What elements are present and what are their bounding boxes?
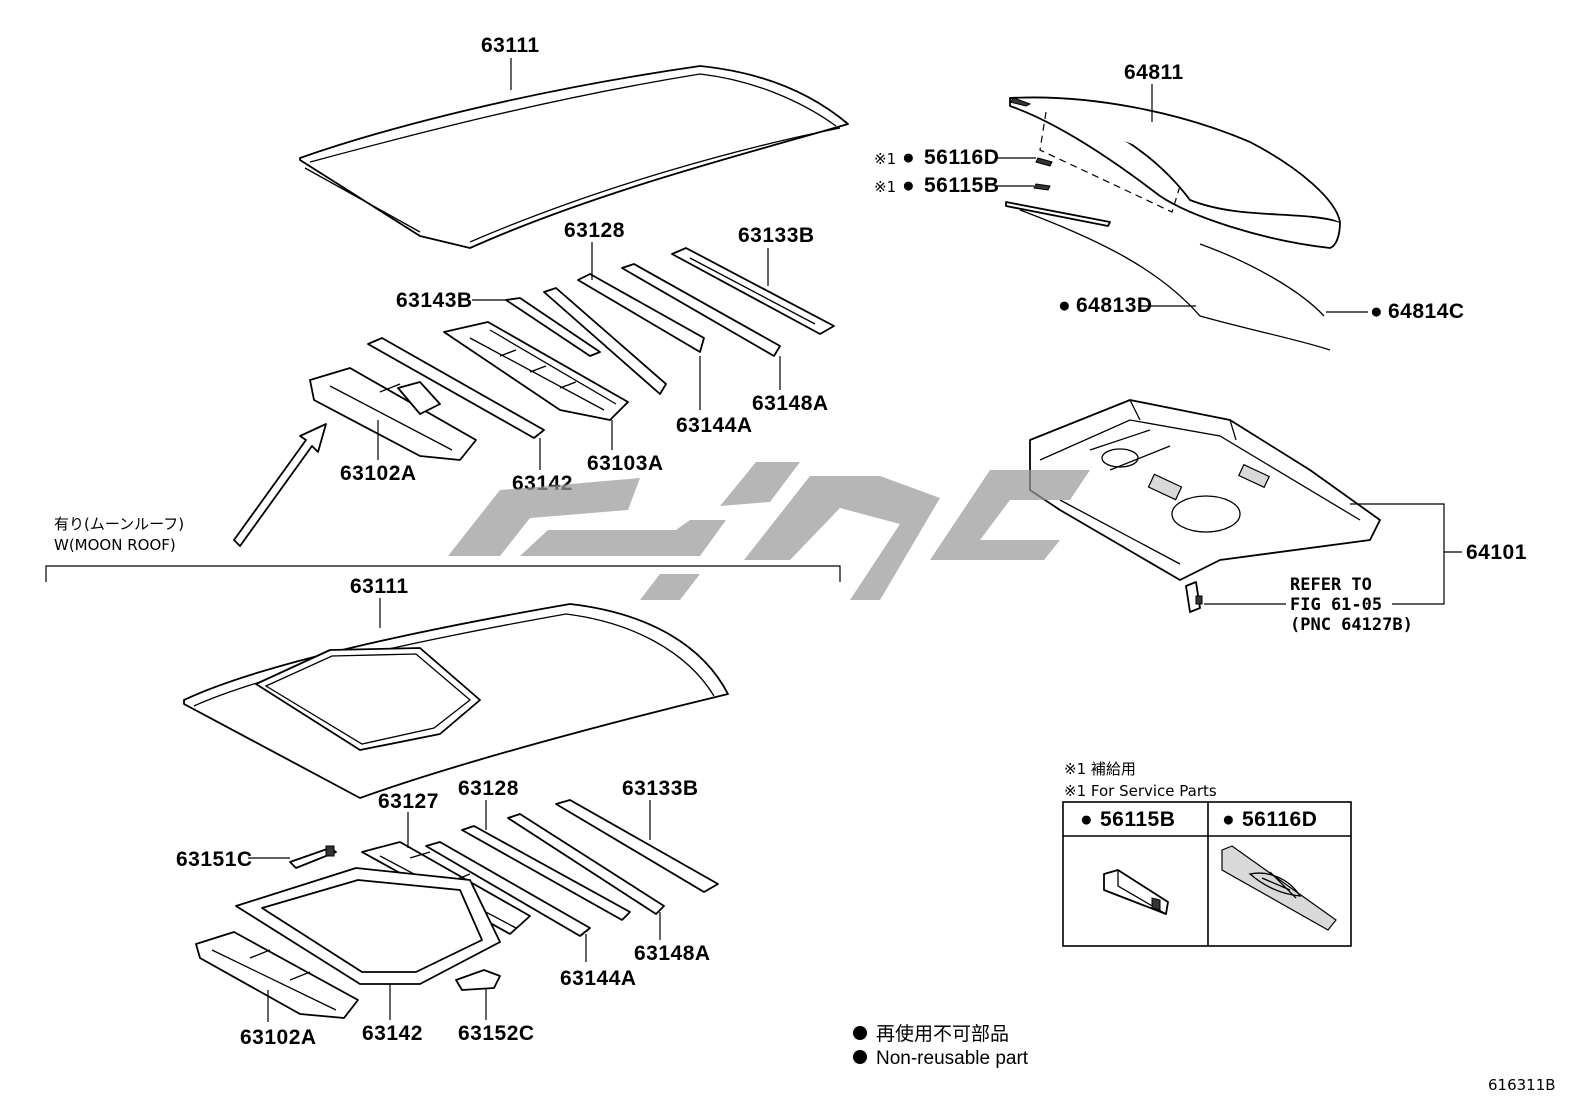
refer-line3: (PNC 64127B)	[1290, 615, 1413, 635]
label-63111-moon: 63111	[350, 575, 409, 598]
panel-63102a-moon	[195, 931, 359, 1019]
label-63128-moon: 63128	[458, 777, 519, 800]
service-note-jp: ※1 補給用	[1064, 760, 1136, 778]
part-56116d-image	[1221, 845, 1337, 931]
clip-56115b	[1033, 183, 1051, 191]
seal-64813d	[1005, 201, 1331, 351]
service-parts-table	[1062, 801, 1352, 947]
label-63144a-top: 63144A	[676, 414, 753, 437]
frame-63142-moon	[235, 867, 501, 985]
label-63102a-moon: 63102A	[240, 1026, 317, 1049]
rail-63142-top	[367, 337, 545, 439]
rail-63144a-moon	[425, 841, 591, 937]
clip-56116d	[1035, 157, 1053, 167]
table-col-56115b: 56115B	[1100, 808, 1175, 831]
label-63102a-top: 63102A	[340, 462, 417, 485]
bracket-64127b	[1185, 581, 1203, 613]
legend-en: Non-reusable part	[876, 1048, 1029, 1069]
label-63128-top: 63128	[564, 219, 625, 242]
figure-id: 616311B	[1488, 1076, 1556, 1094]
mark-56115b: ※1	[874, 178, 896, 196]
table-col-56116d: 56116D	[1242, 808, 1317, 831]
label-63151c: 63151C	[176, 848, 253, 871]
dot-56116d: ●	[902, 146, 915, 169]
seal-64814c	[1199, 243, 1325, 317]
mark-56116d: ※1	[874, 150, 896, 168]
label-56115b: 56115B	[924, 174, 999, 197]
legend-dot-1	[853, 1026, 867, 1040]
watermark-logo	[448, 462, 1090, 600]
label-63111-top: 63111	[481, 34, 540, 57]
dot-64814c: ●	[1370, 300, 1383, 323]
label-63142-moon: 63142	[362, 1022, 423, 1045]
service-note-en: ※1 For Service Parts	[1064, 782, 1217, 800]
rail-63128-top	[577, 263, 781, 357]
dot-64813d: ●	[1058, 294, 1071, 317]
moon-roof-arrow	[233, 423, 327, 547]
rear-glass-64811	[1009, 96, 1341, 249]
label-63127: 63127	[378, 790, 439, 813]
label-63148a-moon: 63148A	[634, 942, 711, 965]
table-dot-1: ●	[1080, 808, 1093, 831]
refer-line1: REFER TO	[1290, 575, 1372, 595]
label-64811: 64811	[1124, 61, 1184, 84]
rail-63128-moon	[461, 813, 665, 921]
bracket-63152c	[455, 969, 501, 991]
label-63133b-moon: 63133B	[622, 777, 699, 800]
roof-panel-top	[299, 65, 849, 249]
roof-panel-moon	[183, 603, 729, 799]
moon-roof-jp: 有り(ムーンルーフ)	[54, 515, 184, 533]
package-tray-64101	[1029, 399, 1381, 581]
legend-jp: 再使用不可部品	[876, 1023, 1009, 1045]
rail-63144a-top	[543, 287, 667, 395]
label-64813d: 64813D	[1076, 294, 1153, 317]
label-64101: 64101	[1466, 541, 1527, 564]
panel-63102a-top	[309, 367, 477, 461]
label-63152c: 63152C	[458, 1022, 535, 1045]
label-63144a-moon: 63144A	[560, 967, 637, 990]
rail-63133b-top	[671, 247, 835, 335]
table-dot-2: ●	[1222, 808, 1235, 831]
rail-63133b-moon	[555, 799, 719, 893]
bracket-63151c	[289, 845, 337, 869]
refer-line2: FIG 61-05	[1290, 595, 1382, 615]
label-56116d: 56116D	[924, 146, 999, 169]
label-63143b-top: 63143B	[396, 289, 473, 312]
part-56115b-image	[1103, 869, 1169, 915]
label-63103a-top: 63103A	[587, 452, 664, 475]
label-64814c: 64814C	[1388, 300, 1465, 323]
legend-dot-2	[853, 1050, 867, 1064]
rail-63143b-top	[505, 297, 601, 357]
label-63148a-top: 63148A	[752, 392, 829, 415]
dot-56115b: ●	[902, 174, 915, 197]
label-63133b-top: 63133B	[738, 224, 815, 247]
panel-63103a-top	[443, 321, 629, 421]
moon-roof-bracket	[45, 565, 841, 582]
moon-roof-en: W(MOON ROOF)	[54, 536, 176, 554]
